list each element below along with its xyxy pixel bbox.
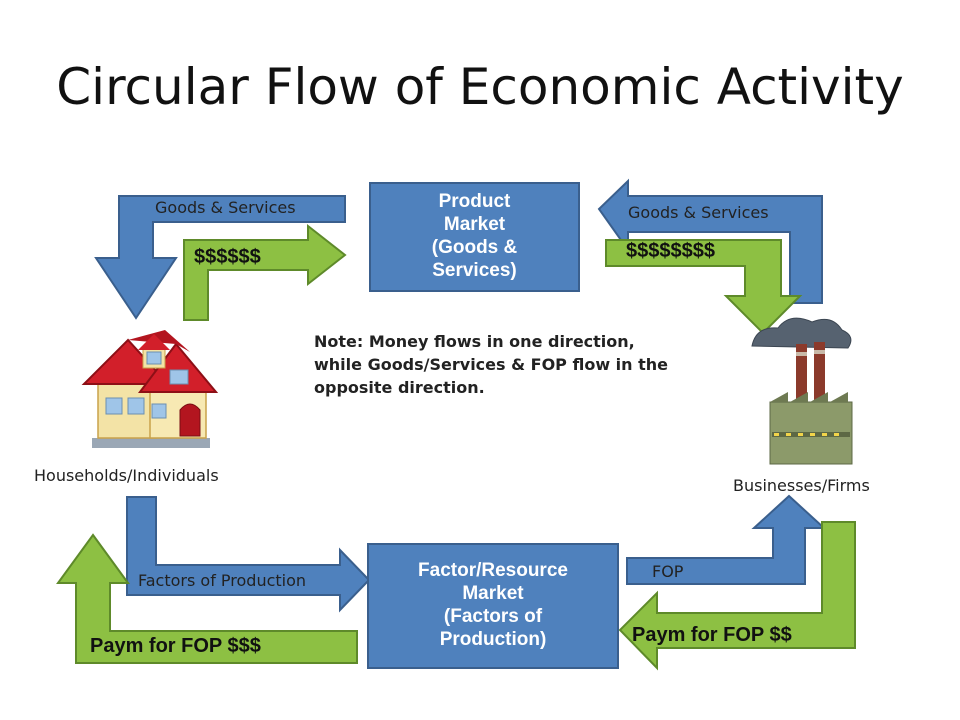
goods-arrow-left: [94, 195, 346, 320]
businesses-label: Businesses/Firms: [733, 476, 870, 495]
factor-market-box: Factor/Resource Market (Factors of Produ…: [367, 543, 619, 669]
households-label: Households/Individuals: [34, 466, 219, 485]
goods-arrow-right: [597, 178, 823, 304]
factory-icon: [751, 317, 853, 465]
house-icon: [81, 330, 219, 448]
product-market-line-4: Services): [432, 259, 517, 281]
factor-market-line-4: Production): [439, 628, 547, 650]
factor-market-line-1: Factor/Resource: [418, 560, 568, 582]
note-text: Note: Money flows in one direction, whil…: [314, 332, 668, 398]
money-arrow-right: [605, 239, 803, 335]
page-title: Circular Flow of Economic Activity: [56, 58, 904, 116]
paym-label-right: Paym for FOP $$: [632, 624, 792, 646]
product-market-line-2: Market: [443, 214, 506, 236]
factors-arrow-left: [126, 496, 371, 613]
fop-label: FOP: [652, 562, 684, 581]
product-market-box: Product Market (Goods & Services): [369, 182, 580, 292]
factor-market-line-3: (Factors of: [443, 606, 543, 627]
fop-arrow-right: [626, 494, 827, 585]
goods-services-label-right: Goods & Services: [628, 203, 769, 222]
product-market-line-3: (Goods &: [431, 237, 518, 258]
factor-market-line-2: Market: [462, 583, 524, 605]
paym-arrow-right: [618, 521, 856, 671]
money-label-left: $$$$$$: [194, 246, 261, 268]
paym-label-left: Paym for FOP $$$: [90, 635, 261, 657]
money-arrow-left: [183, 223, 347, 321]
paym-arrow-left: [56, 533, 358, 664]
factors-of-production-label: Factors of Production: [138, 571, 307, 590]
money-label-right: $$$$$$$$: [626, 240, 715, 262]
product-market-line-1: Product: [438, 191, 511, 213]
goods-services-label-left: Goods & Services: [155, 198, 296, 217]
